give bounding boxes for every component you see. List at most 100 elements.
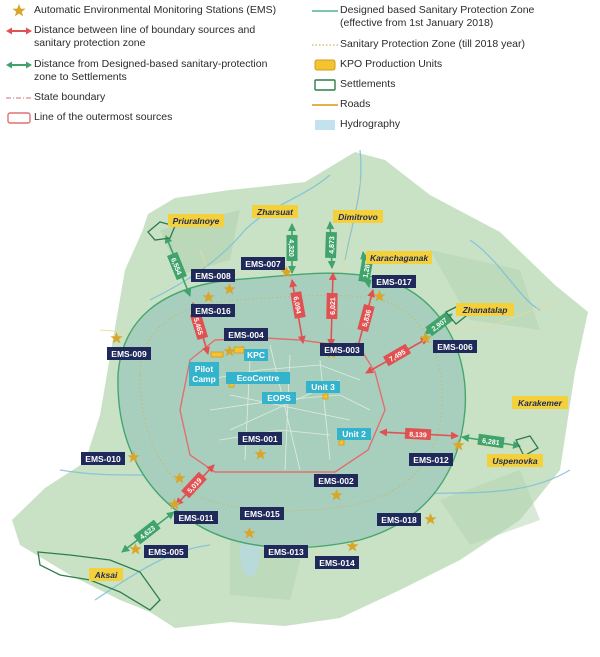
- settlement-label-zharsuat: Zharsuat: [252, 205, 298, 218]
- unit-label-kpc: KPC: [244, 349, 268, 361]
- svg-text:Camp: Camp: [192, 374, 216, 384]
- svg-text:EMS-014: EMS-014: [319, 558, 355, 568]
- ems-label-007: EMS-007: [241, 257, 285, 270]
- legend-dist-settlements: Distance from Designed-based sanitary-pr…: [4, 58, 304, 84]
- red-outline-box-icon: [4, 111, 34, 124]
- svg-text:Karachaganak: Karachaganak: [370, 253, 429, 263]
- star-icon: [4, 4, 34, 17]
- svg-text:EOPS: EOPS: [267, 393, 291, 403]
- kpo-unit-kpc: [233, 346, 245, 354]
- legend-state-boundary: State boundary: [4, 91, 304, 104]
- green-double-arrow-icon: [4, 58, 34, 71]
- legend-hydrography: Hydrography: [310, 118, 600, 131]
- svg-text:EMS-011: EMS-011: [179, 513, 214, 523]
- unit-label-unit2: Unit 2: [337, 428, 371, 440]
- distance-label: 6,021: [330, 297, 337, 315]
- yellow-box-icon: [310, 58, 340, 71]
- svg-text:Zharsuat: Zharsuat: [256, 207, 294, 217]
- settlement-label-priuralnoye: Priuralnoye: [168, 214, 224, 227]
- svg-text:EcoCentre: EcoCentre: [237, 373, 280, 383]
- svg-text:Pilot: Pilot: [195, 364, 214, 374]
- kpo-unit-unit2: [338, 439, 345, 446]
- unit-label-ecocentre: EcoCentre: [226, 372, 290, 384]
- svg-text:EMS-002: EMS-002: [318, 476, 354, 486]
- orange-line-icon: [310, 98, 340, 111]
- settlement-outline-priuralnoye: [147, 221, 176, 241]
- svg-text:Unit 3: Unit 3: [311, 382, 335, 392]
- svg-text:EMS-007: EMS-007: [245, 259, 281, 269]
- ems-label-015: EMS-015: [240, 507, 284, 520]
- svg-text:EMS-004: EMS-004: [228, 330, 264, 340]
- svg-text:EMS-003: EMS-003: [324, 345, 360, 355]
- distance-label: 4,320: [287, 239, 294, 257]
- settlement-label-karakemer: Karakemer: [512, 396, 568, 409]
- ems-label-012: EMS-012: [409, 453, 453, 466]
- distance-label: 6,281: [482, 438, 500, 447]
- svg-text:EMS-009: EMS-009: [111, 349, 147, 359]
- unit-labels: KPC Pilot Camp EcoCentre Unit 3 EOPS Uni…: [189, 349, 371, 440]
- dash-dot-line-icon: [4, 91, 34, 104]
- distance-label: 1,287: [363, 260, 373, 279]
- dotted-line-icon: [310, 38, 340, 51]
- svg-text:EMS-001: EMS-001: [242, 434, 278, 444]
- distance-label: 5,465: [192, 317, 204, 336]
- legend-dist-sources: Distance between line of boundary source…: [4, 24, 304, 50]
- ems-labels: EMS-001 EMS-002 EMS-003 EMS-004 EMS-005 …: [81, 257, 477, 569]
- ems-label-003: EMS-003: [320, 343, 364, 356]
- svg-text:EMS-010: EMS-010: [85, 454, 121, 464]
- outermost-sources-line: [179, 337, 386, 473]
- ems-label-008: EMS-008: [191, 269, 235, 282]
- ems-label-010: EMS-010: [81, 452, 125, 465]
- distance-label: 8,139: [409, 432, 427, 440]
- green-distance-labels: 6,554 4,320 4,873 1,287 2,907 6,281 4,62…: [133, 231, 505, 545]
- svg-text:Priuralnoye: Priuralnoye: [173, 216, 220, 226]
- settlement-label-zhanatalap: Zhanatalap: [456, 303, 514, 316]
- unit-label-eops: EOPS: [262, 392, 296, 404]
- legend-settlements: Settlements: [310, 78, 600, 91]
- green-outline-box-icon: [310, 78, 340, 91]
- legend-ems: Automatic Environmental Monitoring Stati…: [4, 4, 304, 17]
- settlement-label-dimitrovo: Dimitrovo: [333, 210, 383, 223]
- svg-text:Dimitrovo: Dimitrovo: [338, 212, 378, 222]
- svg-text:Karakemer: Karakemer: [518, 398, 563, 408]
- ems-label-011: EMS-011: [174, 511, 218, 524]
- ems-label-017: EMS-017: [372, 275, 416, 288]
- ems-label-006: EMS-006: [433, 340, 477, 353]
- ems-label-013: EMS-013: [264, 545, 308, 558]
- settlement-outline-aksai: [37, 551, 161, 611]
- unit-label-pilot-camp: Pilot Camp: [189, 362, 219, 386]
- kpo-units: [210, 346, 345, 446]
- distance-label: 6,094: [292, 296, 302, 315]
- svg-text:Uspenovka: Uspenovka: [492, 456, 538, 466]
- svg-text:EMS-016: EMS-016: [195, 306, 231, 316]
- svg-text:Zhanatalap: Zhanatalap: [462, 305, 508, 315]
- settlement-label-uspenovka: Uspenovka: [487, 454, 543, 467]
- svg-text:EMS-008: EMS-008: [195, 271, 231, 281]
- ems-label-002: EMS-002: [314, 474, 358, 487]
- svg-text:KPC: KPC: [247, 350, 265, 360]
- ems-label-016: EMS-016: [191, 304, 235, 317]
- legend-designed-spz: Designed based Sanitary Protection Zone …: [310, 4, 600, 30]
- ems-label-018: EMS-018: [377, 513, 421, 526]
- settlement-labels: Priuralnoye Zharsuat Dimitrovo Karachaga…: [89, 205, 568, 581]
- svg-text:EMS-018: EMS-018: [381, 515, 417, 525]
- svg-text:EMS-005: EMS-005: [148, 547, 184, 557]
- ems-label-009: EMS-009: [107, 347, 151, 360]
- svg-text:Unit 2: Unit 2: [342, 429, 366, 439]
- svg-text:EMS-017: EMS-017: [376, 277, 412, 287]
- red-distance-labels: 5,465 6,094 6,021 5,836 7,495 8,139 5,01…: [181, 291, 432, 499]
- svg-text:EMS-006: EMS-006: [437, 342, 473, 352]
- kpo-unit-unit3: [322, 393, 329, 400]
- kpo-unit-pilot-camp: [210, 351, 224, 358]
- ems-label-001: EMS-001: [238, 432, 282, 445]
- legend: Automatic Environmental Monitoring Stati…: [0, 0, 600, 140]
- distance-label: 5,836: [362, 309, 373, 328]
- settlement-outline-uspenovka: [515, 435, 539, 457]
- blue-box-icon: [310, 118, 340, 131]
- unit-label-unit3: Unit 3: [306, 381, 340, 393]
- green-line-icon: [310, 4, 340, 17]
- distance-label: 4,873: [329, 236, 337, 254]
- settlement-label-karachaganak: Karachaganak: [366, 251, 432, 264]
- legend-outermost-sources: Line of the outermost sources: [4, 111, 304, 124]
